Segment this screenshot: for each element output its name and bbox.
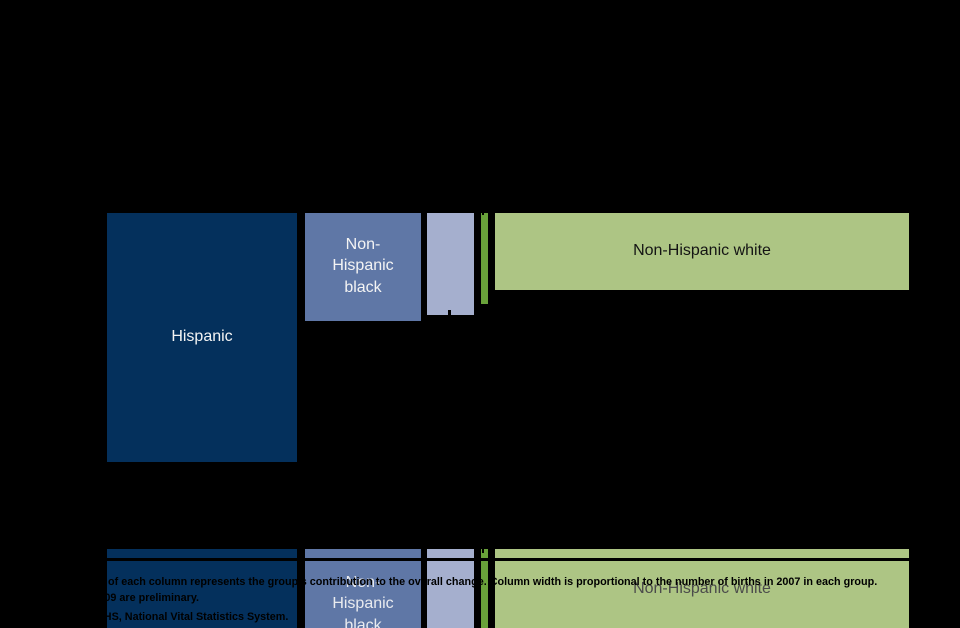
bar-label-non-hispanic-white: Non-Hispanic white [633,241,771,259]
bar-non-hispanic-white: Non-Hispanic white [495,549,909,628]
bar-label-non-hispanic-black: Non-Hispanic black [332,573,394,628]
bar-label-hispanic: Hispanic [171,327,233,345]
leader-tick-light-blue-bottom [448,310,451,324]
note-line-1: NOTE: The area of each column represents… [24,576,878,588]
bar-unlabeled-small-2 [481,549,488,628]
note-line-3: SOURCE: CDC/NCHS, National Vital Statist… [9,611,289,623]
bar-unlabeled-small-1 [427,211,474,315]
leader-tick-sliver-top-dup [481,541,484,553]
zero-axis-line [105,210,910,213]
bar-label-non-hispanic-white: Non-Hispanic white [633,579,771,597]
bar-unlabeled-small-2 [481,211,488,304]
bar-non-hispanic-white: Non-Hispanic white [495,211,909,290]
bar-hispanic: Hispanic [107,549,297,628]
bar-non-hispanic-black: Non-Hispanic black [305,549,421,628]
bar-hispanic: Hispanic [107,211,297,462]
leader-tick-sliver-top [481,202,484,215]
bar-unlabeled-small-1 [427,549,474,628]
note-line-2: NOTE: Data for 2009 are preliminary. [12,592,200,604]
bar-non-hispanic-black: Non-Hispanic black [305,211,421,321]
bar-label-non-hispanic-black: Non-Hispanic black [332,235,394,296]
zero-axis-line [105,558,910,561]
